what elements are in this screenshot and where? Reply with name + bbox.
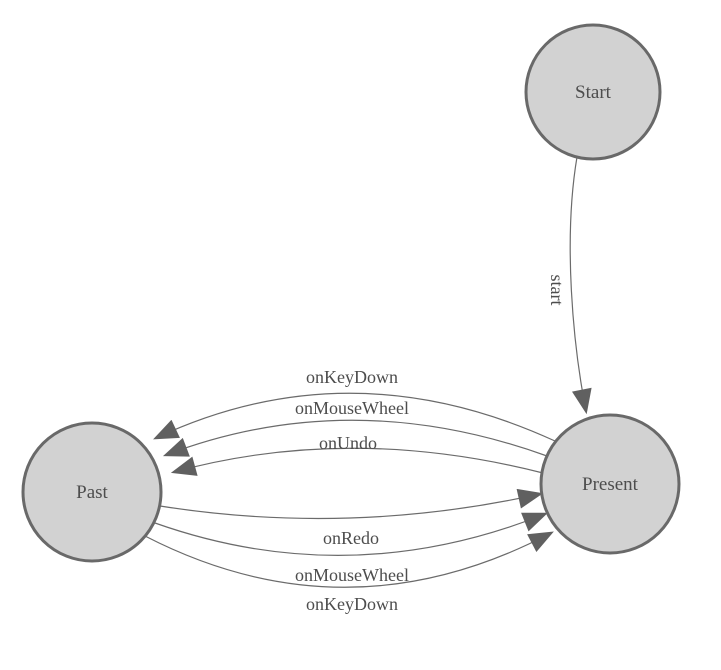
node-present: Present (539, 413, 681, 555)
edge-present-to-past-onmousewheel (162, 419, 548, 457)
node-past: Past (21, 421, 163, 563)
edge-label-onundo: onUndo (319, 433, 377, 453)
node-present-label: Present (582, 474, 639, 495)
edge-label-start: start (547, 275, 567, 306)
edge-label-onmousewheel-bottom: onMouseWheel (295, 565, 409, 585)
edge-label-onkeydown-top: onKeyDown (306, 367, 398, 387)
node-start-label: Start (575, 82, 612, 103)
node-past-label: Past (76, 482, 108, 503)
edge-label-onredo: onRedo (323, 528, 379, 548)
edge-past-to-present-onkeydown (144, 531, 554, 588)
edge-start-to-present (569, 156, 592, 415)
edge-past-to-present-onmousewheel (154, 512, 549, 556)
edge-label-onkeydown-bottom: onKeyDown (306, 594, 398, 614)
edge-present-to-past-onkeydown (153, 392, 556, 442)
node-past-circle (21, 421, 163, 563)
node-start-circle (524, 23, 662, 161)
edge-label-onmousewheel-top: onMouseWheel (295, 398, 409, 418)
node-start: Start (524, 23, 662, 161)
node-present-circle (539, 413, 681, 555)
edge-present-to-past-onundo (170, 447, 544, 476)
edge-past-to-present-onredo (159, 488, 544, 520)
